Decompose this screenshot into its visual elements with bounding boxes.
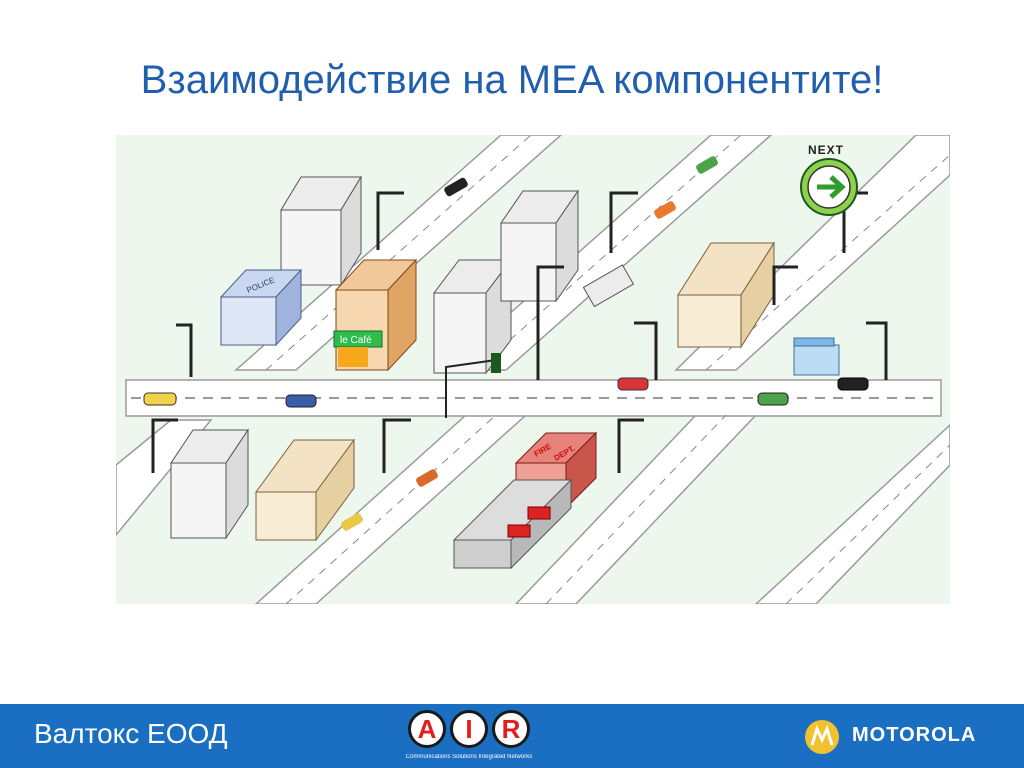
main-road bbox=[125, 379, 942, 417]
road-diagonal-7 bbox=[754, 423, 950, 604]
air-logo: A I R Communications Solutions Integrate… bbox=[404, 710, 534, 764]
motorola-wordmark: MOTOROLA bbox=[852, 724, 977, 746]
motorola-batwing-icon bbox=[805, 720, 839, 754]
company-name: Валтокс ЕООД bbox=[34, 718, 228, 749]
building-apartments-1 bbox=[677, 241, 775, 349]
air-letter-r: R bbox=[492, 710, 530, 748]
building-fire-dept: FIRE DEPT. bbox=[452, 431, 598, 570]
slide-title: Взаимодействие на MEA компонентите! bbox=[140, 58, 884, 102]
traffic-light bbox=[445, 353, 501, 418]
cafe-label: le Café bbox=[340, 335, 372, 346]
building-office-3 bbox=[500, 189, 579, 303]
building-office-1 bbox=[280, 175, 362, 287]
road-diagonal-1 bbox=[234, 135, 563, 371]
air-letter-i: I bbox=[450, 710, 488, 748]
cars bbox=[143, 156, 869, 531]
air-tagline: Communications Solutions Integrated Netw… bbox=[405, 754, 533, 760]
building-office-4 bbox=[170, 428, 249, 540]
next-sign-label: NEXT bbox=[808, 143, 844, 157]
arrow-right-icon bbox=[817, 175, 846, 199]
building-cafe: le Café bbox=[333, 258, 418, 372]
city-scene-svg: POLICE le Café bbox=[116, 135, 950, 604]
building-apartments-2 bbox=[255, 438, 355, 542]
air-letter-a: A bbox=[408, 710, 446, 748]
next-sign[interactable]: NEXT bbox=[800, 143, 858, 247]
city-scene-illustration: POLICE le Café bbox=[116, 135, 950, 604]
footer-bar: Валтокс ЕООД A I R Communications Soluti… bbox=[0, 704, 1024, 768]
building-store bbox=[793, 337, 840, 376]
building-police: POLICE bbox=[219, 268, 303, 347]
